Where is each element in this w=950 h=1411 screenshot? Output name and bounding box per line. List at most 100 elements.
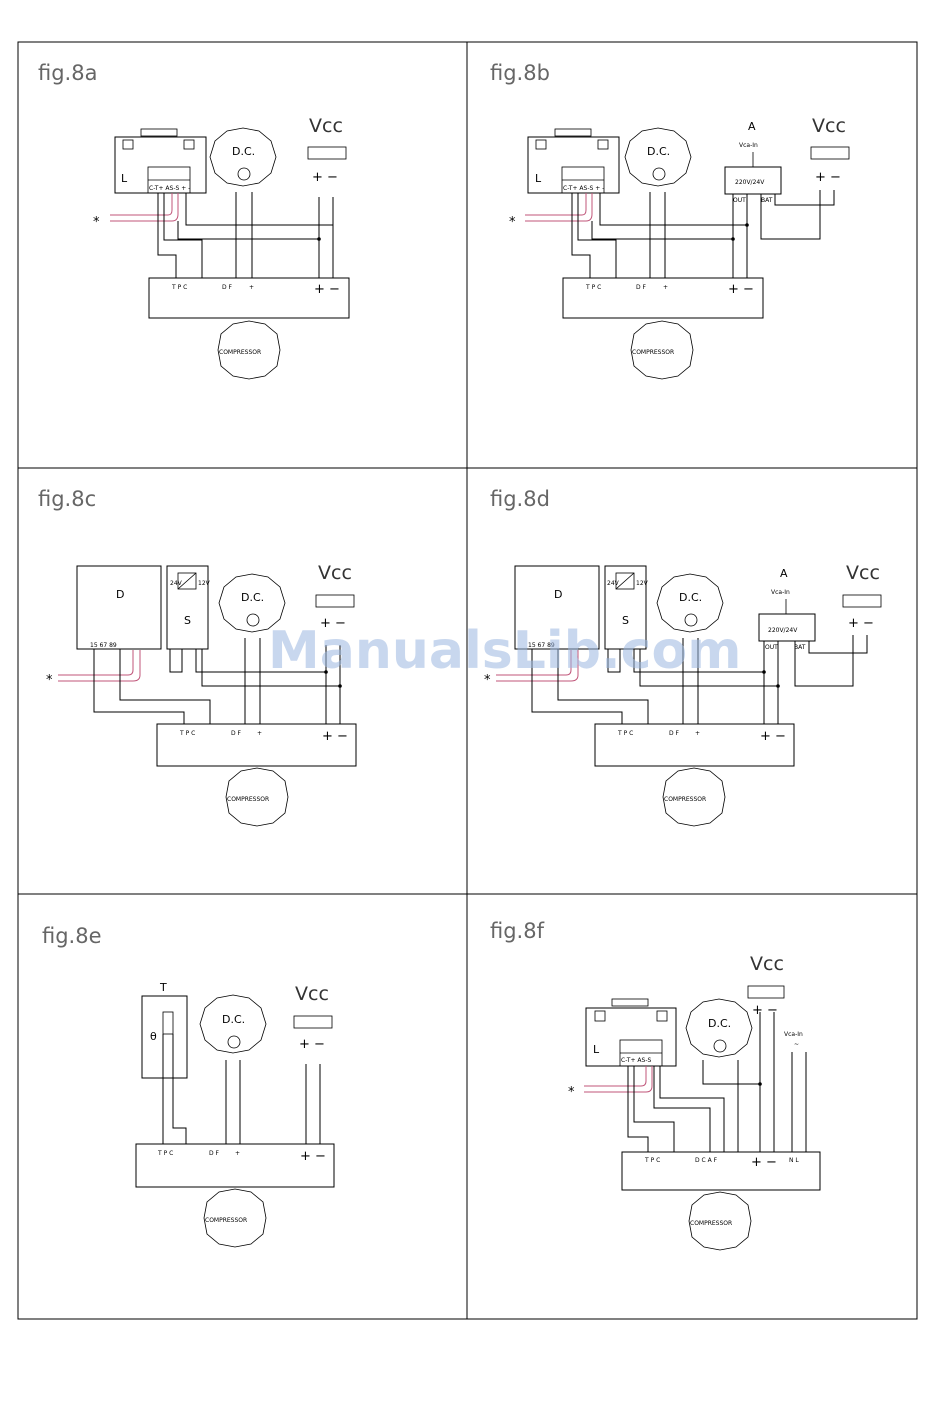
dc-fan-label: D.C. bbox=[679, 591, 702, 604]
device-label: D bbox=[116, 588, 124, 601]
compressor-unit: T P C D F + + − COMPRESSOR bbox=[156, 723, 357, 827]
vcc-battery: Vcc + − bbox=[747, 953, 785, 1018]
compressor-label: COMPRESSOR bbox=[205, 1217, 247, 1224]
vcc-label: Vcc bbox=[309, 115, 343, 137]
controller-module: L C-T+ AS-S + - bbox=[114, 128, 207, 194]
device-d: D 15 67 89 bbox=[514, 565, 600, 650]
wiring bbox=[162, 1034, 321, 1144]
dc-fan: D.C. bbox=[218, 573, 286, 633]
panel-fig-8a: fig.8a L C-T+ AS-S + - D.C. Vcc + − * bbox=[38, 61, 350, 380]
fan-icon bbox=[684, 613, 698, 627]
supply-label: S bbox=[622, 614, 629, 627]
fig-8e-title: fig.8e bbox=[42, 924, 102, 948]
battery-polarity: + − bbox=[299, 1037, 325, 1052]
battery-polarity: + − bbox=[320, 616, 346, 631]
dc-fan: D.C. bbox=[685, 998, 753, 1058]
converter-12v: 12V bbox=[198, 580, 211, 587]
fig-8b-title: fig.8b bbox=[490, 61, 550, 85]
terminals-tpc: T P C bbox=[644, 1157, 660, 1164]
watermark-text: ManualsLib.com bbox=[268, 621, 741, 681]
vcc-battery: Vcc + − bbox=[810, 115, 850, 185]
thermostat-t: T θ bbox=[141, 981, 188, 1079]
vcc-label: Vcc bbox=[846, 562, 880, 584]
device-terminals: 15 67 89 bbox=[528, 642, 555, 649]
vcc-battery: Vcc + − bbox=[307, 115, 347, 185]
terminal-plus: + bbox=[663, 284, 668, 291]
terminals-tpc: T P C bbox=[157, 1150, 173, 1157]
fan-icon bbox=[227, 1035, 241, 1049]
terminals-df: D F bbox=[636, 284, 647, 291]
adapter-input-label: Vca-In bbox=[739, 142, 758, 149]
controller-terminal-strip: C-T+ AS-S bbox=[621, 1057, 651, 1064]
dc-fan-label: D.C. bbox=[222, 1013, 245, 1026]
dc-fan-label: D.C. bbox=[647, 145, 670, 158]
adapter-rating: 220V/24V bbox=[735, 179, 765, 186]
panel-grid bbox=[17, 41, 918, 1320]
terminals-tpc: T P C bbox=[617, 730, 633, 737]
sensor-star: * bbox=[484, 673, 491, 688]
dc-fan: D.C. bbox=[209, 127, 277, 187]
adapter-out-label: OUT bbox=[733, 197, 746, 204]
compressor-unit: T P C D F + + − COMPRESSOR bbox=[594, 723, 795, 827]
thermostat-symbol: θ bbox=[150, 1030, 157, 1043]
terminals-nl: N L bbox=[789, 1157, 799, 1164]
vcc-battery: Vcc + − bbox=[842, 562, 882, 631]
device-label: D bbox=[554, 588, 562, 601]
adapter-out-label: OUT bbox=[765, 644, 778, 651]
dc-fan: D.C. bbox=[199, 994, 267, 1054]
sensor-star: * bbox=[46, 673, 53, 688]
wiring bbox=[571, 190, 835, 278]
wiring bbox=[157, 192, 334, 278]
compressor-unit: T P C D C A F + − N L COMPRESSOR bbox=[621, 1151, 821, 1251]
sensor-star: * bbox=[93, 215, 100, 230]
compressor-unit: T P C D F + + − COMPRESSOR bbox=[135, 1143, 335, 1248]
fig-8a-title: fig.8a bbox=[38, 61, 97, 85]
vcc-label: Vcc bbox=[318, 562, 352, 584]
controller-module: L C-T+ AS-S bbox=[585, 998, 677, 1067]
controller-label: L bbox=[593, 1043, 600, 1056]
fan-icon bbox=[246, 613, 260, 627]
vcc-label: Vcc bbox=[812, 115, 846, 137]
compressor-polarity: + − bbox=[728, 282, 754, 297]
compressor-label: COMPRESSOR bbox=[632, 349, 674, 356]
battery-polarity: + − bbox=[312, 170, 338, 185]
fig-8c-title: fig.8c bbox=[38, 487, 96, 511]
adapter-rating: 220V/24V bbox=[768, 627, 798, 634]
converter-24v: 24V bbox=[607, 580, 620, 587]
battery-polarity: + − bbox=[848, 616, 874, 631]
compressor-unit: T P C D F + + − COMPRESSOR bbox=[562, 277, 764, 380]
vcc-label: Vcc bbox=[295, 983, 329, 1005]
compressor-polarity: + − bbox=[322, 729, 348, 744]
dc-fan: D.C. bbox=[656, 573, 724, 633]
terminals-df: D F bbox=[669, 730, 680, 737]
panel-fig-8b: fig.8b L C-T+ AS-S + - D.C. A Vca-In 220… bbox=[490, 61, 850, 380]
supply-s: 24V 12V S bbox=[166, 565, 211, 650]
converter-24v: 24V bbox=[170, 580, 183, 587]
wiring bbox=[627, 1012, 807, 1152]
panel-fig-8c: fig.8c D 15 67 89 24V 12V S D.C. Vcc + −… bbox=[38, 487, 357, 827]
thermostat-label: T bbox=[159, 981, 167, 994]
terminals-tpc: T P C bbox=[585, 284, 601, 291]
terminals-dcaf: D C A F bbox=[695, 1157, 718, 1164]
sensor-star: * bbox=[568, 1085, 575, 1100]
terminals-tpc: T P C bbox=[179, 730, 195, 737]
vcc-battery: Vcc + − bbox=[293, 983, 333, 1052]
compressor-polarity: + − bbox=[760, 729, 786, 744]
panel-fig-8e: fig.8e T θ D.C. Vcc + − T P C bbox=[42, 924, 335, 1248]
adapter-bat-label: BAT bbox=[761, 197, 773, 204]
dc-fan-label: D.C. bbox=[232, 145, 255, 158]
controller-label: L bbox=[535, 172, 542, 185]
ac-input: Vca-In ~ bbox=[784, 1031, 803, 1048]
compressor-label: COMPRESSOR bbox=[690, 1220, 732, 1227]
wiring bbox=[93, 638, 342, 724]
controller-module: L C-T+ AS-S + - bbox=[527, 128, 620, 194]
adapter-bat-label: BAT bbox=[794, 644, 806, 651]
compressor-label: COMPRESSOR bbox=[219, 349, 261, 356]
vcc-battery: Vcc + − bbox=[315, 562, 355, 631]
adapter-label: A bbox=[780, 567, 788, 580]
wiring bbox=[531, 635, 868, 724]
supply-label: S bbox=[184, 614, 191, 627]
supply-s: 24V 12V S bbox=[604, 565, 649, 650]
panel-fig-8f: fig.8f L C-T+ AS-S D.C. Vcc + − Vca-In ~… bbox=[490, 919, 821, 1251]
